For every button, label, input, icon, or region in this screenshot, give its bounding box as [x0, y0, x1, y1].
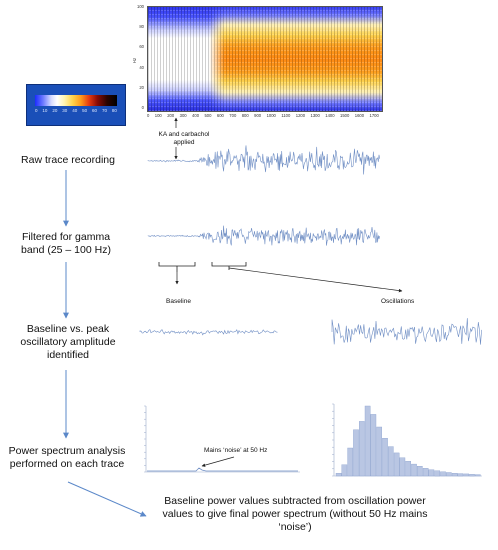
step-baseline-vs-peak: Baseline vs. peak oscillatory amplitude … — [20, 323, 116, 361]
histogram-bar — [353, 429, 359, 477]
histogram-bar — [451, 473, 458, 477]
oscillation-segment-trace — [331, 318, 482, 345]
histogram-bar — [405, 461, 412, 477]
y-tick: 40 — [139, 64, 144, 70]
histogram-bar — [370, 414, 377, 477]
x-tick: 0 — [147, 113, 150, 118]
histogram-bar — [376, 426, 383, 477]
x-tick: 600 — [216, 113, 224, 118]
histogram-bar — [382, 438, 388, 477]
step-filtered-gamma: Filtered for gamma band (25 – 100 Hz) — [21, 231, 111, 256]
step-power-spectrum: Power spectrum analysis performed on eac… — [8, 445, 126, 470]
histogram-bar — [341, 464, 348, 477]
histogram-bar — [428, 469, 435, 477]
x-tick: 1400 — [325, 113, 335, 118]
histogram-bar — [434, 470, 441, 477]
y-tick: 20 — [139, 84, 144, 90]
histogram-bar — [399, 457, 406, 477]
x-tick: 300 — [179, 113, 187, 118]
x-tick: 900 — [254, 113, 262, 118]
drug-applied-annotation: KA and carbachol applied — [158, 131, 210, 146]
colorbar-tick: 0 — [35, 108, 38, 113]
histogram-bar — [457, 473, 464, 477]
oscillations-label: Oscillations — [381, 298, 415, 305]
histogram-bar — [469, 474, 475, 477]
histogram-bar — [475, 474, 481, 477]
baseline-label: Baseline — [166, 298, 191, 305]
y-tick: 100 — [137, 4, 144, 9]
flow-arrow — [67, 481, 147, 517]
x-tick: 1000 — [266, 113, 276, 118]
x-tick: 800 — [241, 113, 249, 118]
histogram-bar — [440, 471, 446, 477]
oscillation-bracket — [211, 262, 247, 270]
histogram-bar — [335, 473, 342, 477]
spectrogram-y-ticks: 100 80 60 40 20 0 — [134, 4, 144, 110]
histogram-bar — [364, 405, 371, 477]
x-tick: 1600 — [354, 113, 365, 118]
spectrogram-image — [147, 6, 383, 112]
mains-noise-annotation: Mains ‘noise’ at 50 Hz — [204, 447, 268, 454]
colorbar-legend: 0 10 20 30 40 50 60 70 80 — [26, 84, 126, 126]
x-tick: 400 — [192, 113, 200, 118]
x-tick: 1200 — [295, 113, 306, 118]
colorbar-tick: 70 — [101, 108, 107, 113]
oscillation-power-spectrum — [332, 403, 482, 477]
histogram-bar — [446, 472, 452, 477]
colorbar-tick: 50 — [82, 108, 88, 113]
histogram-bar — [393, 452, 400, 477]
histogram-bar — [359, 421, 365, 477]
colorbar-tick: 20 — [52, 108, 58, 113]
colorbar-tick: 30 — [62, 108, 68, 113]
histogram-bar — [347, 447, 354, 477]
x-tick: 100 — [154, 113, 162, 118]
colorbar-tick: 60 — [92, 108, 98, 113]
x-tick: 1500 — [340, 113, 350, 118]
x-tick: 1700 — [369, 113, 379, 118]
mains-noise-arrow — [201, 456, 235, 467]
x-tick: 1300 — [310, 113, 320, 118]
step-raw-trace: Raw trace recording — [21, 154, 115, 166]
y-tick: 0 — [141, 104, 144, 110]
colorbar-tick: 80 — [111, 108, 117, 113]
baseline-power-spectrum — [144, 405, 300, 473]
y-tick: 80 — [139, 24, 144, 30]
colorbar-tick: 40 — [72, 108, 78, 113]
colorbar-tick: 10 — [42, 108, 48, 113]
baseline-spectrum-line — [147, 467, 298, 472]
x-tick: 500 — [204, 113, 212, 118]
step-final-spectrum: Baseline power values subtracted from os… — [162, 495, 428, 533]
baseline-segment-trace — [139, 329, 278, 336]
baseline-bracket — [158, 262, 196, 272]
filtered-trace — [147, 225, 380, 246]
x-tick: 1100 — [281, 113, 291, 118]
histogram-bar — [463, 473, 470, 477]
histogram-bar — [417, 466, 423, 477]
y-tick: 60 — [139, 44, 144, 50]
histogram-bar — [388, 446, 394, 477]
x-tick: 700 — [229, 113, 237, 118]
raw-trace — [147, 145, 380, 175]
histogram-bar — [422, 468, 429, 477]
oscillation-arrow — [228, 267, 403, 293]
spectrogram-x-ticks: 0 100 200 300 400 500 600 700 800 900 10… — [147, 113, 379, 118]
colorbar-ticks: 0 10 20 30 40 50 60 70 80 — [35, 108, 117, 113]
histogram-bar — [411, 463, 417, 477]
colorbar-gradient — [35, 95, 117, 106]
x-tick: 200 — [167, 113, 175, 118]
